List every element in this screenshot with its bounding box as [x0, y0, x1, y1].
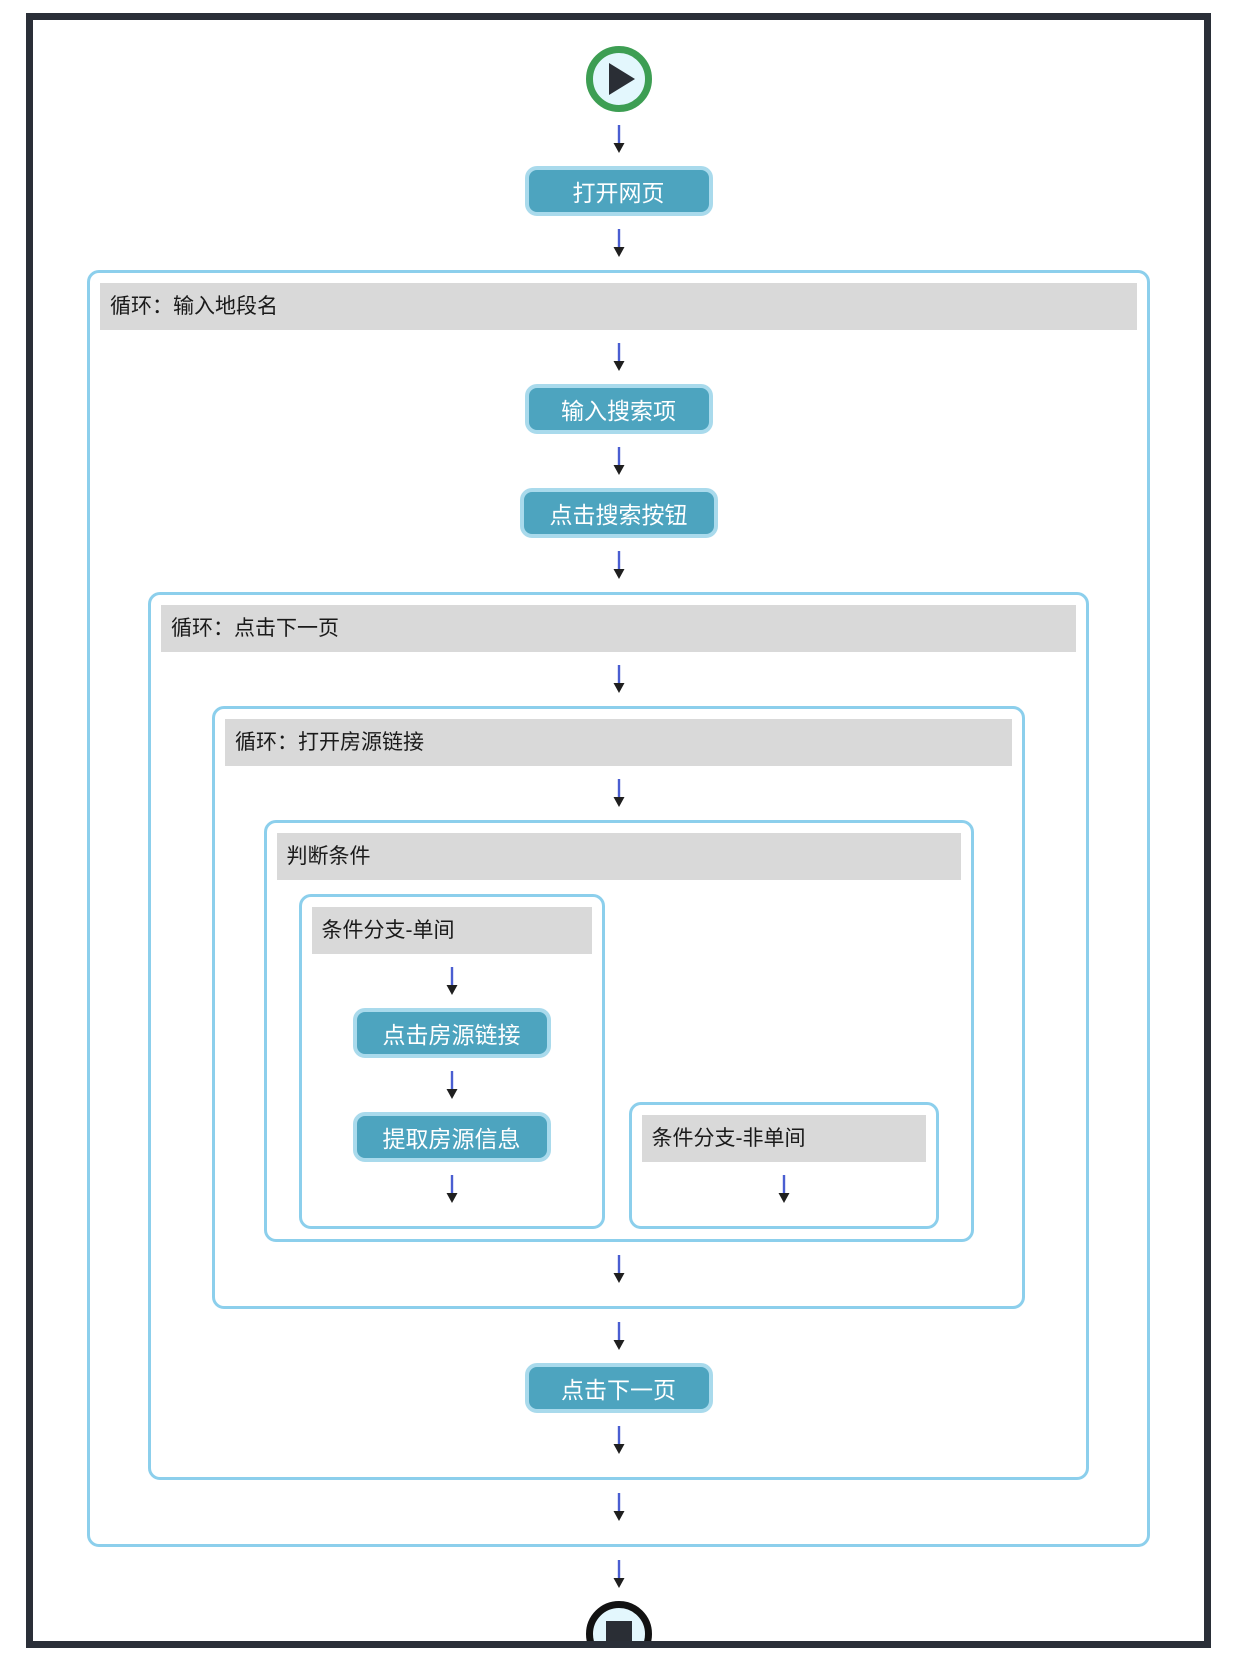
down-arrow-icon [611, 1492, 627, 1522]
down-arrow-icon [444, 1174, 460, 1204]
workflow-canvas: 打开网页 循环：输入地段名 输入搜索项 点击搜索按钮 循环：点击下一页 [26, 13, 1211, 1648]
down-arrow-icon [611, 124, 627, 154]
down-arrow-icon [444, 1070, 460, 1100]
condition-container: 判断条件 条件分支-单间 点击房源链接 [263, 820, 974, 1242]
enter-search-term-button[interactable]: 输入搜索项 [524, 384, 713, 434]
down-arrow-icon [611, 1559, 627, 1589]
loop-input-location-header[interactable]: 循环：输入地段名 [100, 283, 1137, 330]
branch-non-single-room-container: 条件分支-非单间 [628, 1102, 939, 1229]
loop-click-next-page-container: 循环：点击下一页 循环：打开房源链接 判断条件 [148, 592, 1089, 1480]
branch-single-room-container: 条件分支-单间 点击房源链接 提取房源信息 [298, 894, 605, 1229]
loop-open-listing-link-header[interactable]: 循环：打开房源链接 [225, 719, 1012, 766]
click-next-page-button[interactable]: 点击下一页 [524, 1363, 713, 1413]
stop-icon [605, 1621, 632, 1641]
main-flow: 打开网页 循环：输入地段名 输入搜索项 点击搜索按钮 循环：点击下一页 [33, 20, 1204, 1641]
down-arrow-icon [611, 228, 627, 258]
click-search-button-step[interactable]: 点击搜索按钮 [519, 488, 718, 538]
click-listing-link-button[interactable]: 点击房源链接 [352, 1008, 551, 1058]
down-arrow-icon [776, 1174, 792, 1204]
condition-header[interactable]: 判断条件 [276, 833, 961, 880]
condition-branches: 条件分支-单间 点击房源链接 提取房源信息 [267, 894, 971, 1229]
down-arrow-icon [611, 1425, 627, 1455]
down-arrow-icon [611, 550, 627, 580]
down-arrow-icon [611, 778, 627, 808]
down-arrow-icon [611, 446, 627, 476]
stop-button[interactable] [585, 1601, 652, 1641]
branch-single-room-header[interactable]: 条件分支-单间 [311, 907, 592, 954]
play-icon [608, 63, 635, 95]
loop-input-location-container: 循环：输入地段名 输入搜索项 点击搜索按钮 循环：点击下一页 循 [87, 270, 1150, 1547]
down-arrow-icon [444, 966, 460, 996]
open-webpage-button[interactable]: 打开网页 [524, 166, 713, 216]
down-arrow-icon [611, 1254, 627, 1284]
loop-open-listing-link-container: 循环：打开房源链接 判断条件 条件分支-单间 [212, 706, 1025, 1309]
down-arrow-icon [611, 1321, 627, 1351]
extract-listing-info-button[interactable]: 提取房源信息 [352, 1112, 551, 1162]
down-arrow-icon [611, 342, 627, 372]
down-arrow-icon [611, 664, 627, 694]
start-button[interactable] [585, 46, 652, 112]
branch-non-single-room-header[interactable]: 条件分支-非单间 [641, 1115, 926, 1162]
loop-click-next-page-header[interactable]: 循环：点击下一页 [161, 605, 1076, 652]
